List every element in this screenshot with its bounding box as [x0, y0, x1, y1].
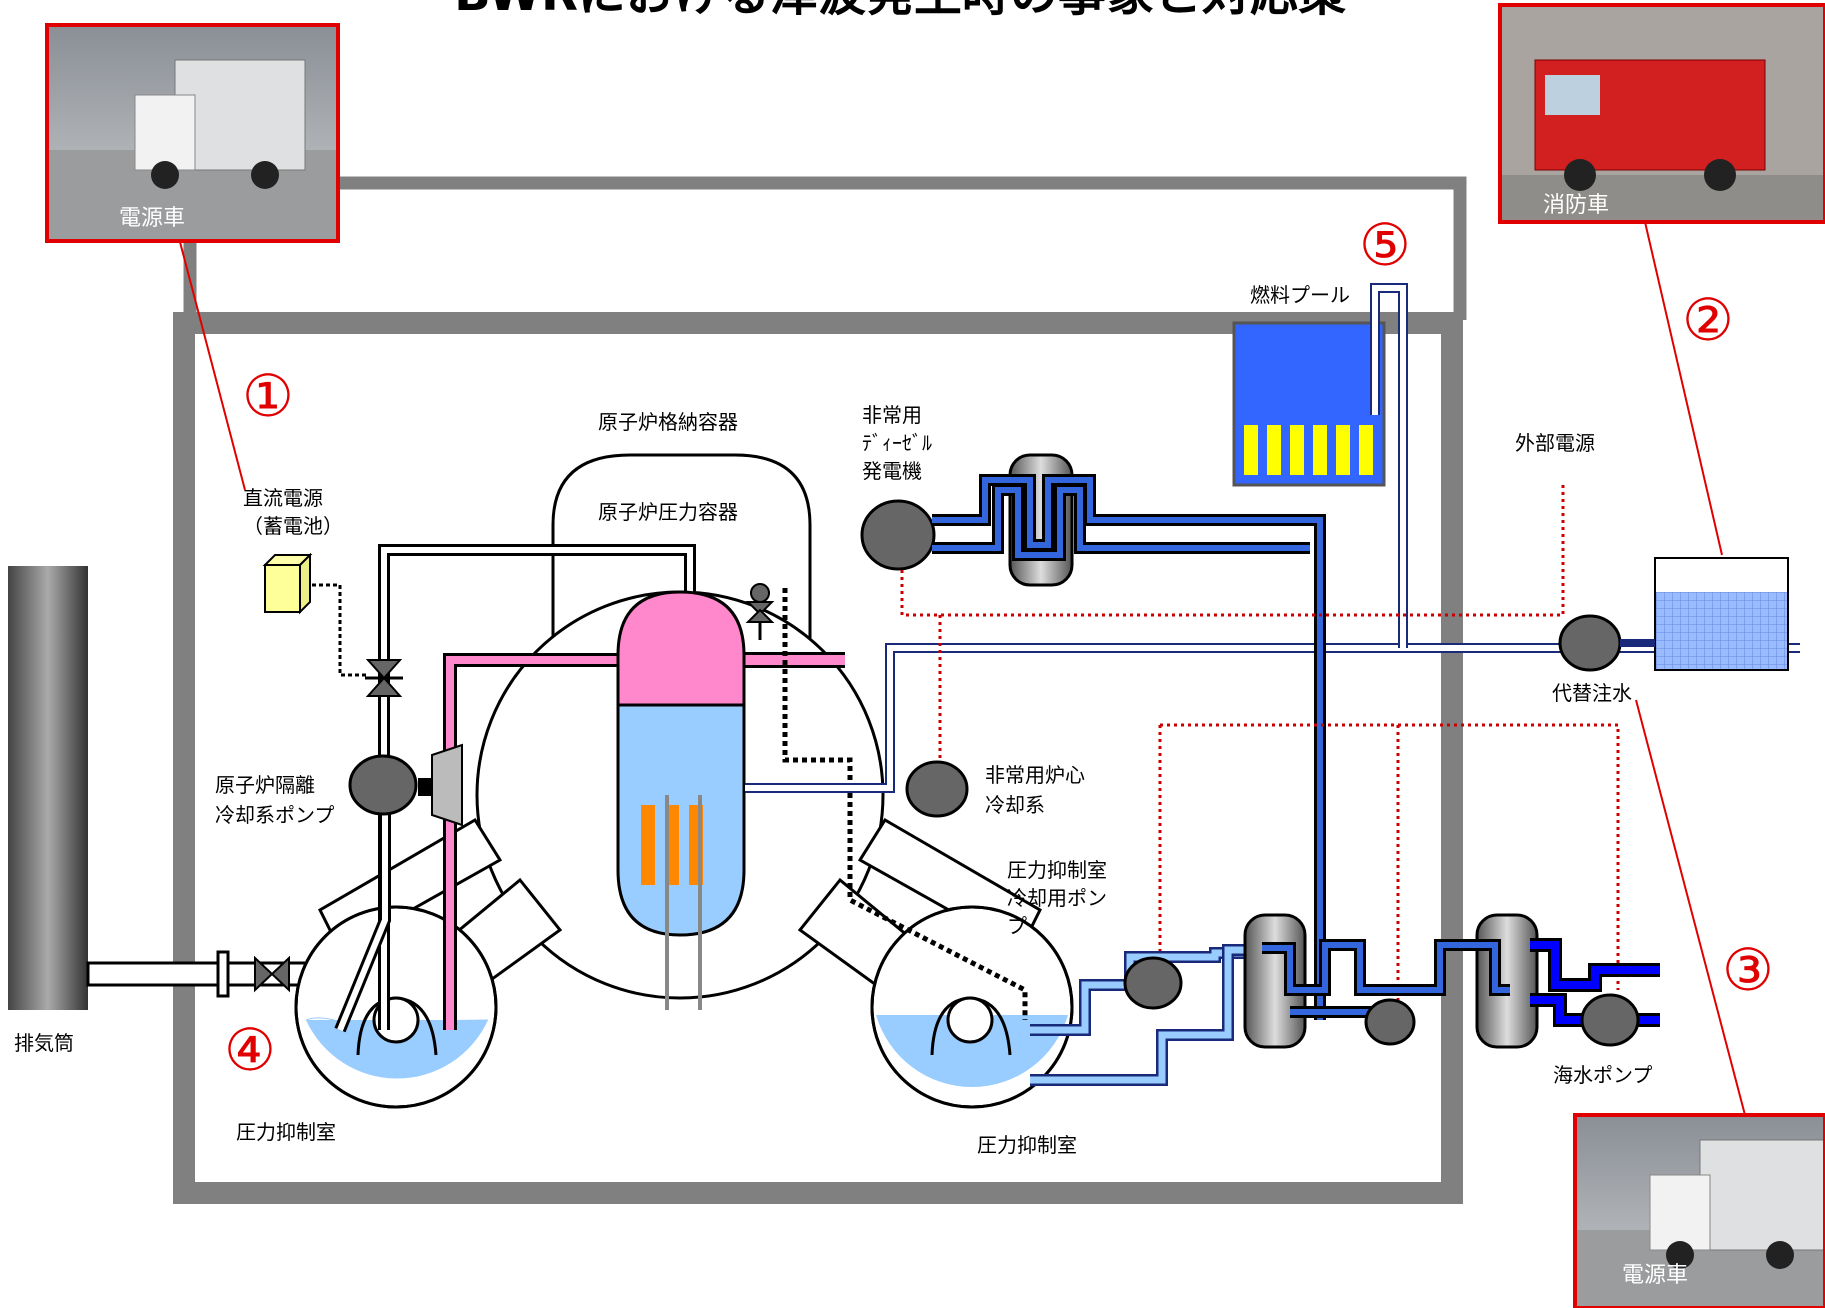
label-containment: 原子炉格納容器: [598, 410, 738, 434]
label-spool-pump-3: プ: [1007, 914, 1027, 938]
label-seawater-pump: 海水ポンプ: [1553, 1063, 1652, 1087]
marker-5: ⑤: [1359, 211, 1411, 279]
heat-exchanger-2: [1477, 915, 1537, 1047]
label-rcic-1: 原子炉隔離: [215, 773, 315, 797]
power-truck-photo-top: 電源車: [47, 25, 338, 241]
battery-control-line: [312, 585, 366, 675]
photo-caption-power-truck-top: 電源車: [119, 206, 185, 231]
fire-truck-photo: 消防車: [1500, 5, 1825, 222]
power-truck-photo-bottom: 電源車: [1575, 1115, 1825, 1308]
fuel-pool: [1234, 323, 1384, 485]
label-edg-3: 発電機: [862, 459, 922, 483]
marker-4: ④: [224, 1016, 276, 1084]
rcic-isolation-valve-icon: [365, 660, 403, 696]
label-edg-2: ﾃﾞｨｰｾﾞﾙ: [862, 431, 932, 455]
label-fuel-pool: 燃料プール: [1250, 283, 1350, 307]
label-rcic-2: 冷却系ポンプ: [215, 803, 334, 827]
marker-3: ③: [1722, 936, 1774, 1004]
label-edg-1: 非常用: [862, 403, 922, 427]
label-stack: 排気筒: [14, 1031, 74, 1055]
rcic-pump-icon: [350, 745, 462, 825]
label-eccs-1: 非常用炉心: [985, 763, 1085, 787]
label-spool-pump-1: 圧力抑制室: [1007, 858, 1107, 882]
label-dc-power-1: 直流電源: [243, 486, 323, 510]
label-suppression-left: 圧力抑制室: [236, 1120, 336, 1144]
alt-injection-pump-icon: [1560, 616, 1620, 670]
seawater-pump-icon: [1582, 995, 1638, 1045]
label-dc-power-2: （蓄電池）: [243, 514, 343, 538]
eccs-pump-icon: [907, 762, 967, 816]
marker-1: ①: [242, 362, 294, 430]
rhr-service-water-pump-icon: [1366, 1000, 1414, 1044]
suppression-cooling-pump-icon: [1125, 958, 1181, 1008]
exhaust-stack: [8, 566, 88, 1010]
photo-caption-power-truck-bottom: 電源車: [1622, 1263, 1688, 1288]
stack-vent-pipe: [88, 952, 318, 996]
photo-caption-fire-truck: 消防車: [1543, 193, 1609, 218]
page-title: BWRにおける津波発生時の事象と対応策: [454, 0, 1346, 22]
label-spool-pump-2: 冷却用ポン: [1007, 886, 1107, 910]
label-eccs-2: 冷却系: [985, 793, 1045, 817]
label-external-power: 外部電源: [1515, 431, 1595, 455]
label-pressure-vessel: 原子炉圧力容器: [598, 500, 738, 524]
battery-icon: [265, 555, 310, 612]
marker-2: ②: [1682, 286, 1734, 354]
label-suppression-right: 圧力抑制室: [977, 1133, 1077, 1157]
water-tank: [1620, 558, 1788, 670]
label-alt-injection: 代替注水: [1552, 681, 1632, 705]
